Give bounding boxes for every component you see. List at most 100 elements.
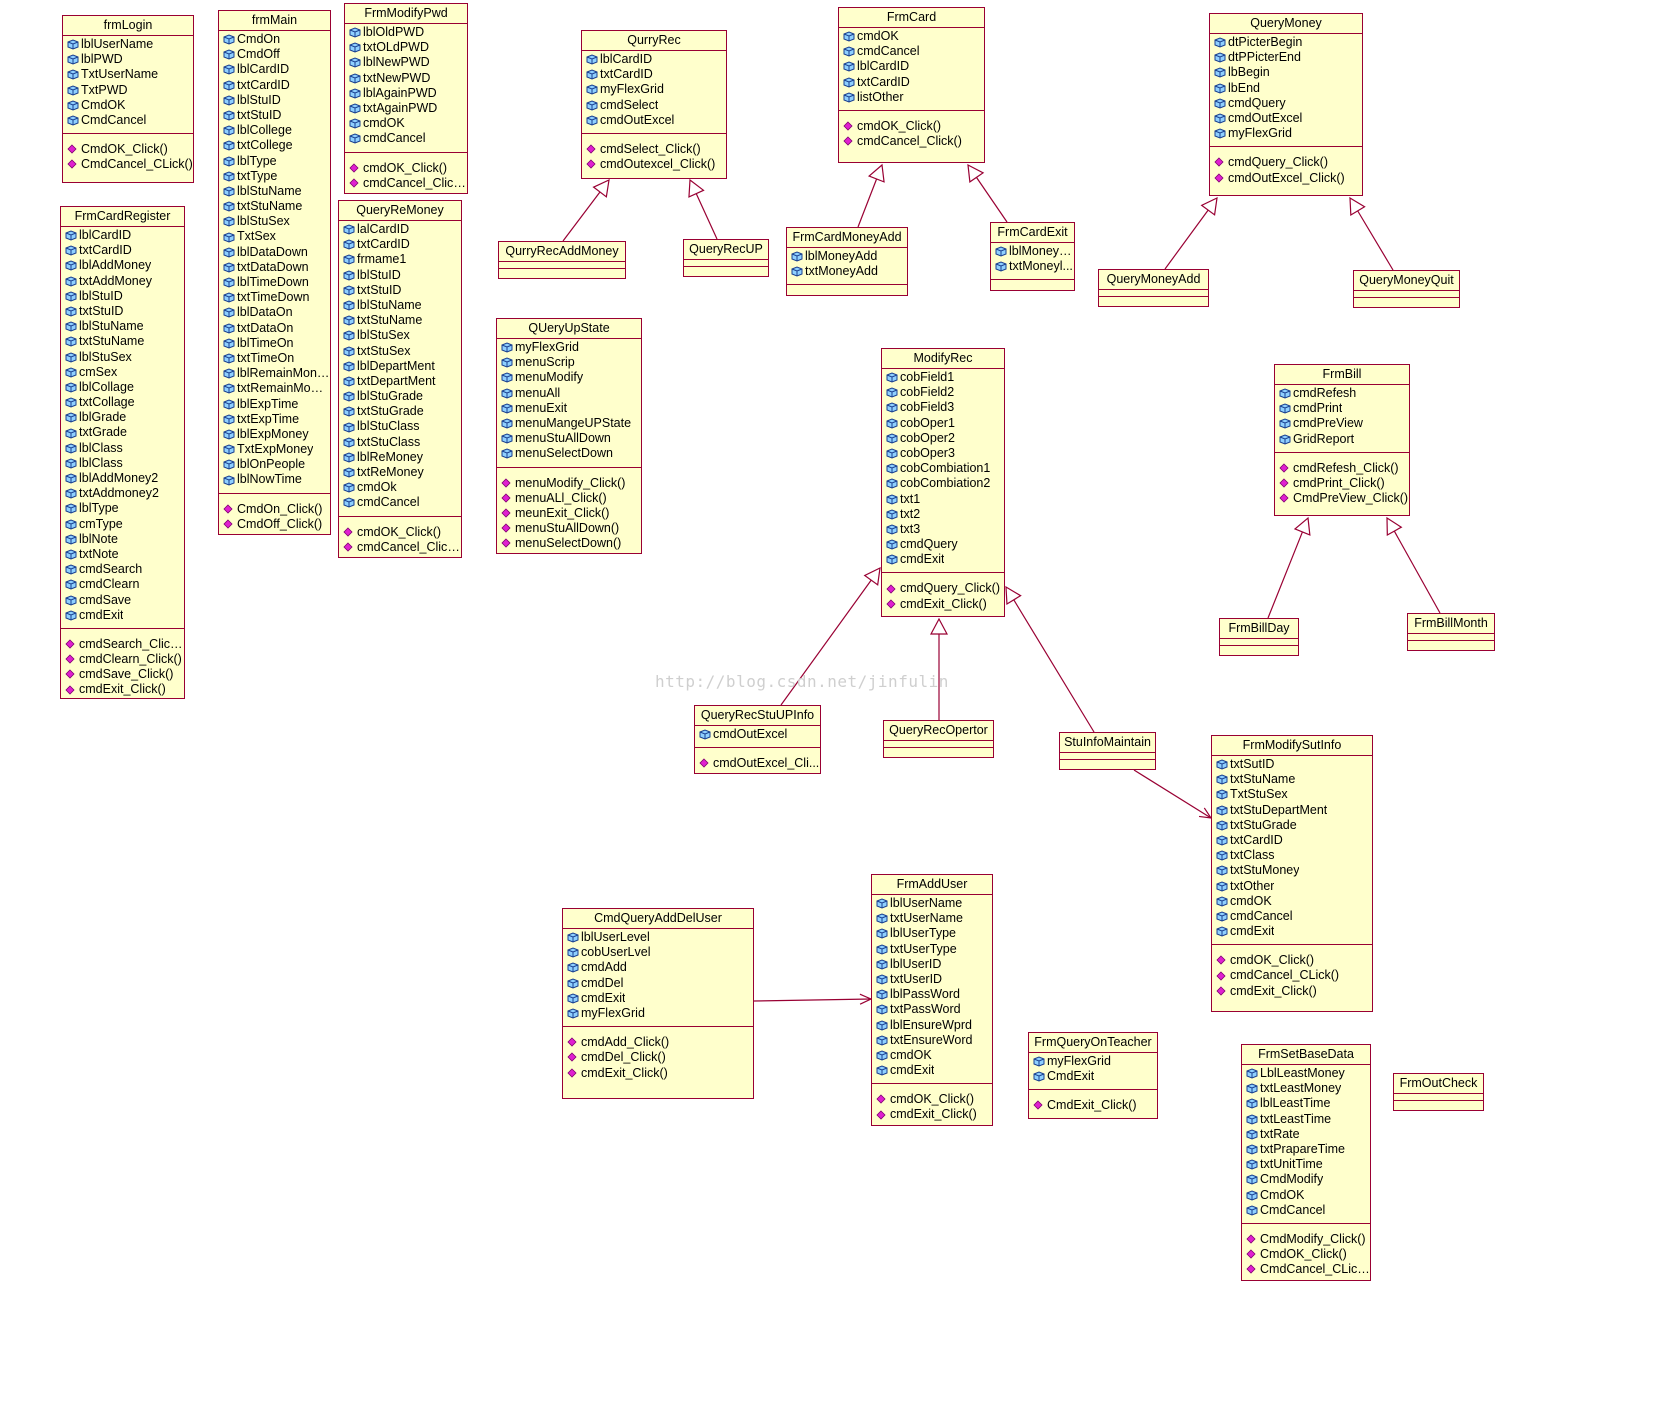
attribute-icon: [586, 100, 598, 111]
operation-icon: [349, 163, 361, 174]
attribute-row: lblCardID: [582, 52, 726, 67]
operation-compartment: [1060, 760, 1155, 766]
attribute-icon: [501, 403, 513, 414]
attribute-row: lblGrade: [61, 410, 184, 425]
attribute-compartment: [884, 741, 993, 748]
attribute-icon: [843, 92, 855, 103]
class-box-query-rec-opertor[interactable]: QueryRecOpertor: [883, 720, 994, 758]
class-box-qurry-rec-add-money[interactable]: QurryRecAddMoney: [498, 241, 626, 279]
attribute-name: cmdOK: [1230, 893, 1272, 908]
generalization-arrow-frm-card-money-add-to-frm-card: [857, 163, 885, 228]
class-box-query-money-quit[interactable]: QueryMoneyQuit: [1353, 270, 1460, 308]
attribute-row: lblCardID: [61, 228, 184, 243]
operation-compartment: cmdOK_Click()cmdCancel_Click(): [339, 517, 461, 559]
attribute-row: txtCollage: [61, 395, 184, 410]
attribute-row: cobField1: [882, 370, 1004, 385]
class-box-frm-bill-day[interactable]: FrmBillDay: [1219, 618, 1299, 656]
attribute-row: lblDataOn: [219, 305, 330, 320]
attribute-icon: [223, 156, 235, 167]
attribute-row: lblTimeDown: [219, 275, 330, 290]
attribute-icon: [567, 962, 579, 974]
operation-compartment: cmdRefesh_Click()cmdPrint_Click()CmdPreV…: [1275, 453, 1409, 511]
attribute-icon: [501, 372, 513, 384]
attribute-name: lblStuSex: [237, 214, 290, 229]
attribute-row: menuModify: [497, 370, 641, 385]
operation-row: CmdOff_Click(): [219, 517, 330, 532]
class-box-stu-info-maintain[interactable]: StuInfoMaintain: [1059, 732, 1156, 770]
attribute-icon: [223, 231, 235, 243]
attribute-name: cobField3: [900, 400, 955, 415]
attribute-name: lblUserLevel: [581, 930, 650, 944]
attribute-icon: [223, 140, 235, 151]
attribute-row: TxtExpMoney: [219, 442, 330, 457]
class-box-query-rec-up[interactable]: QueryRecUP: [683, 239, 769, 277]
attribute-name: txtCardID: [600, 67, 653, 82]
attribute-row: lblStuName: [339, 298, 461, 313]
attribute-icon: [223, 368, 235, 379]
attribute-icon: [1214, 83, 1226, 94]
operation-name: cmdDel_Click(): [581, 1050, 666, 1065]
attribute-row: txtRemainMoney: [219, 381, 330, 396]
attribute-name: myFlexGrid: [1047, 1054, 1111, 1068]
attribute-icon: [501, 418, 513, 429]
attribute-name: lblNewPWD: [363, 55, 430, 70]
attribute-icon: [65, 443, 77, 454]
operation-icon: [567, 1052, 579, 1063]
class-name: QueryRecUP: [684, 240, 768, 260]
class-box-query-money-add[interactable]: QueryMoneyAdd: [1098, 269, 1209, 307]
attribute-name: TxtSex: [237, 229, 276, 244]
operation-compartment: cmdQuery_Click()cmdOutExcel_Click(): [1210, 147, 1362, 189]
attribute-icon: [349, 57, 361, 69]
attribute-name: cmdQuery: [900, 537, 958, 552]
operation-row: CmdOn_Click(): [219, 502, 330, 517]
attribute-icon: [343, 497, 355, 509]
class-box-frm-out-check[interactable]: FrmOutCheck: [1393, 1073, 1484, 1111]
attribute-icon: [223, 338, 235, 349]
attribute-icon: [791, 251, 803, 262]
operation-icon: [349, 178, 361, 189]
attribute-icon: [223, 110, 235, 121]
attribute-icon: [349, 88, 361, 99]
operation-compartment: cmdOK_Click()cmdCancel_CLick()cmdExit_Cl…: [1212, 945, 1372, 1003]
class-box-frm-bill-month[interactable]: FrmBillMonth: [1407, 613, 1495, 651]
attribute-row: lblType: [61, 501, 184, 516]
operation-icon: [1246, 1249, 1258, 1260]
attribute-row: txtAddMoney: [61, 274, 184, 289]
operation-name: meunExit_Click(): [515, 505, 610, 520]
attribute-name: txtRate: [1260, 1126, 1300, 1141]
attribute-name: txtStuDepartMent: [1230, 802, 1328, 817]
attribute-icon: [876, 959, 888, 970]
operation-name: cmdCancel_Click(): [363, 175, 467, 190]
operation-name: CmdOff_Click(): [237, 516, 323, 531]
attribute-icon: [343, 482, 355, 493]
attribute-row: cmdSearch: [61, 562, 184, 577]
attribute-icon: [1214, 37, 1226, 48]
attribute-name: cmdExit: [890, 1063, 935, 1078]
attribute-icon: [67, 54, 79, 65]
attribute-row: txtAddmoney2: [61, 486, 184, 501]
attribute-icon: [223, 399, 235, 410]
operation-compartment: cmdOK_Click()cmdExit_Click(): [872, 1084, 992, 1126]
